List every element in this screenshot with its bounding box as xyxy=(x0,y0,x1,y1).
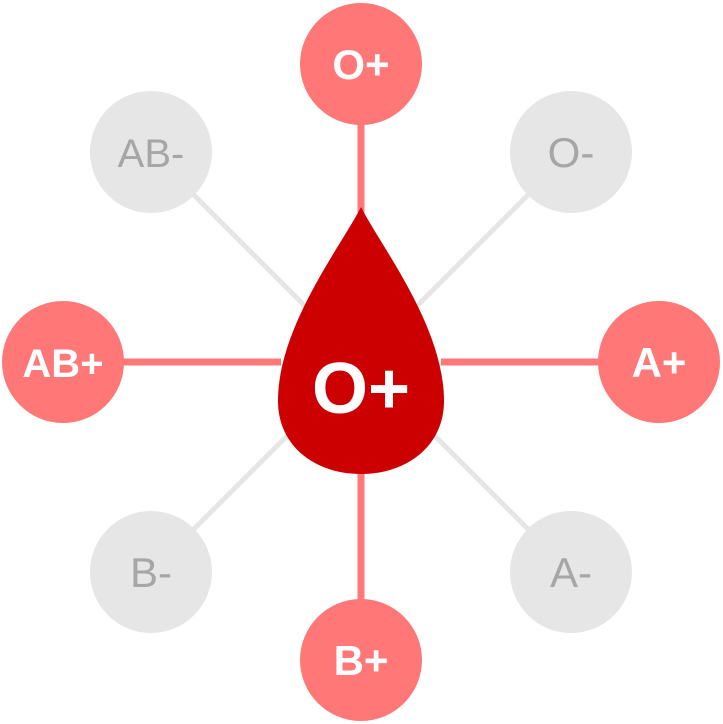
blood-type-nodes: O+ O- A+ A- B+ B- AB+ AB- xyxy=(2,3,720,721)
node-circle-b-neg xyxy=(90,511,212,633)
node-b-neg: B- xyxy=(90,511,212,633)
node-a-neg: A- xyxy=(510,511,632,633)
node-o-neg: O- xyxy=(510,91,632,213)
node-ab-neg: AB- xyxy=(90,91,212,213)
node-circle-o-neg xyxy=(510,91,632,213)
node-o-pos: O+ xyxy=(300,3,422,125)
node-label-o-neg: O- xyxy=(548,129,595,176)
node-circle-ab-neg xyxy=(90,91,212,213)
connector-ab-neg xyxy=(189,190,314,315)
center-drop: O+ xyxy=(278,207,444,474)
node-circle-b-pos xyxy=(300,599,422,721)
node-circle-a-pos xyxy=(598,301,720,423)
node-label-a-pos: A+ xyxy=(632,339,687,386)
node-label-b-pos: B+ xyxy=(334,637,389,684)
center-blood-type-label: O+ xyxy=(312,349,410,429)
node-label-a-neg: A- xyxy=(550,549,592,596)
node-circle-o-pos xyxy=(300,3,422,125)
node-label-o-pos: O+ xyxy=(332,41,389,88)
node-b-pos: B+ xyxy=(300,599,422,721)
connector-o-neg xyxy=(408,190,533,315)
node-label-b-neg: B- xyxy=(130,549,172,596)
node-a-pos: A+ xyxy=(598,301,720,423)
node-circle-a-neg xyxy=(510,511,632,633)
node-label-ab-neg: AB- xyxy=(118,132,185,176)
node-circle-ab-pos xyxy=(2,301,124,423)
node-label-ab-pos: AB+ xyxy=(22,342,103,386)
node-ab-pos: AB+ xyxy=(2,301,124,423)
blood-drop-icon xyxy=(278,207,444,474)
